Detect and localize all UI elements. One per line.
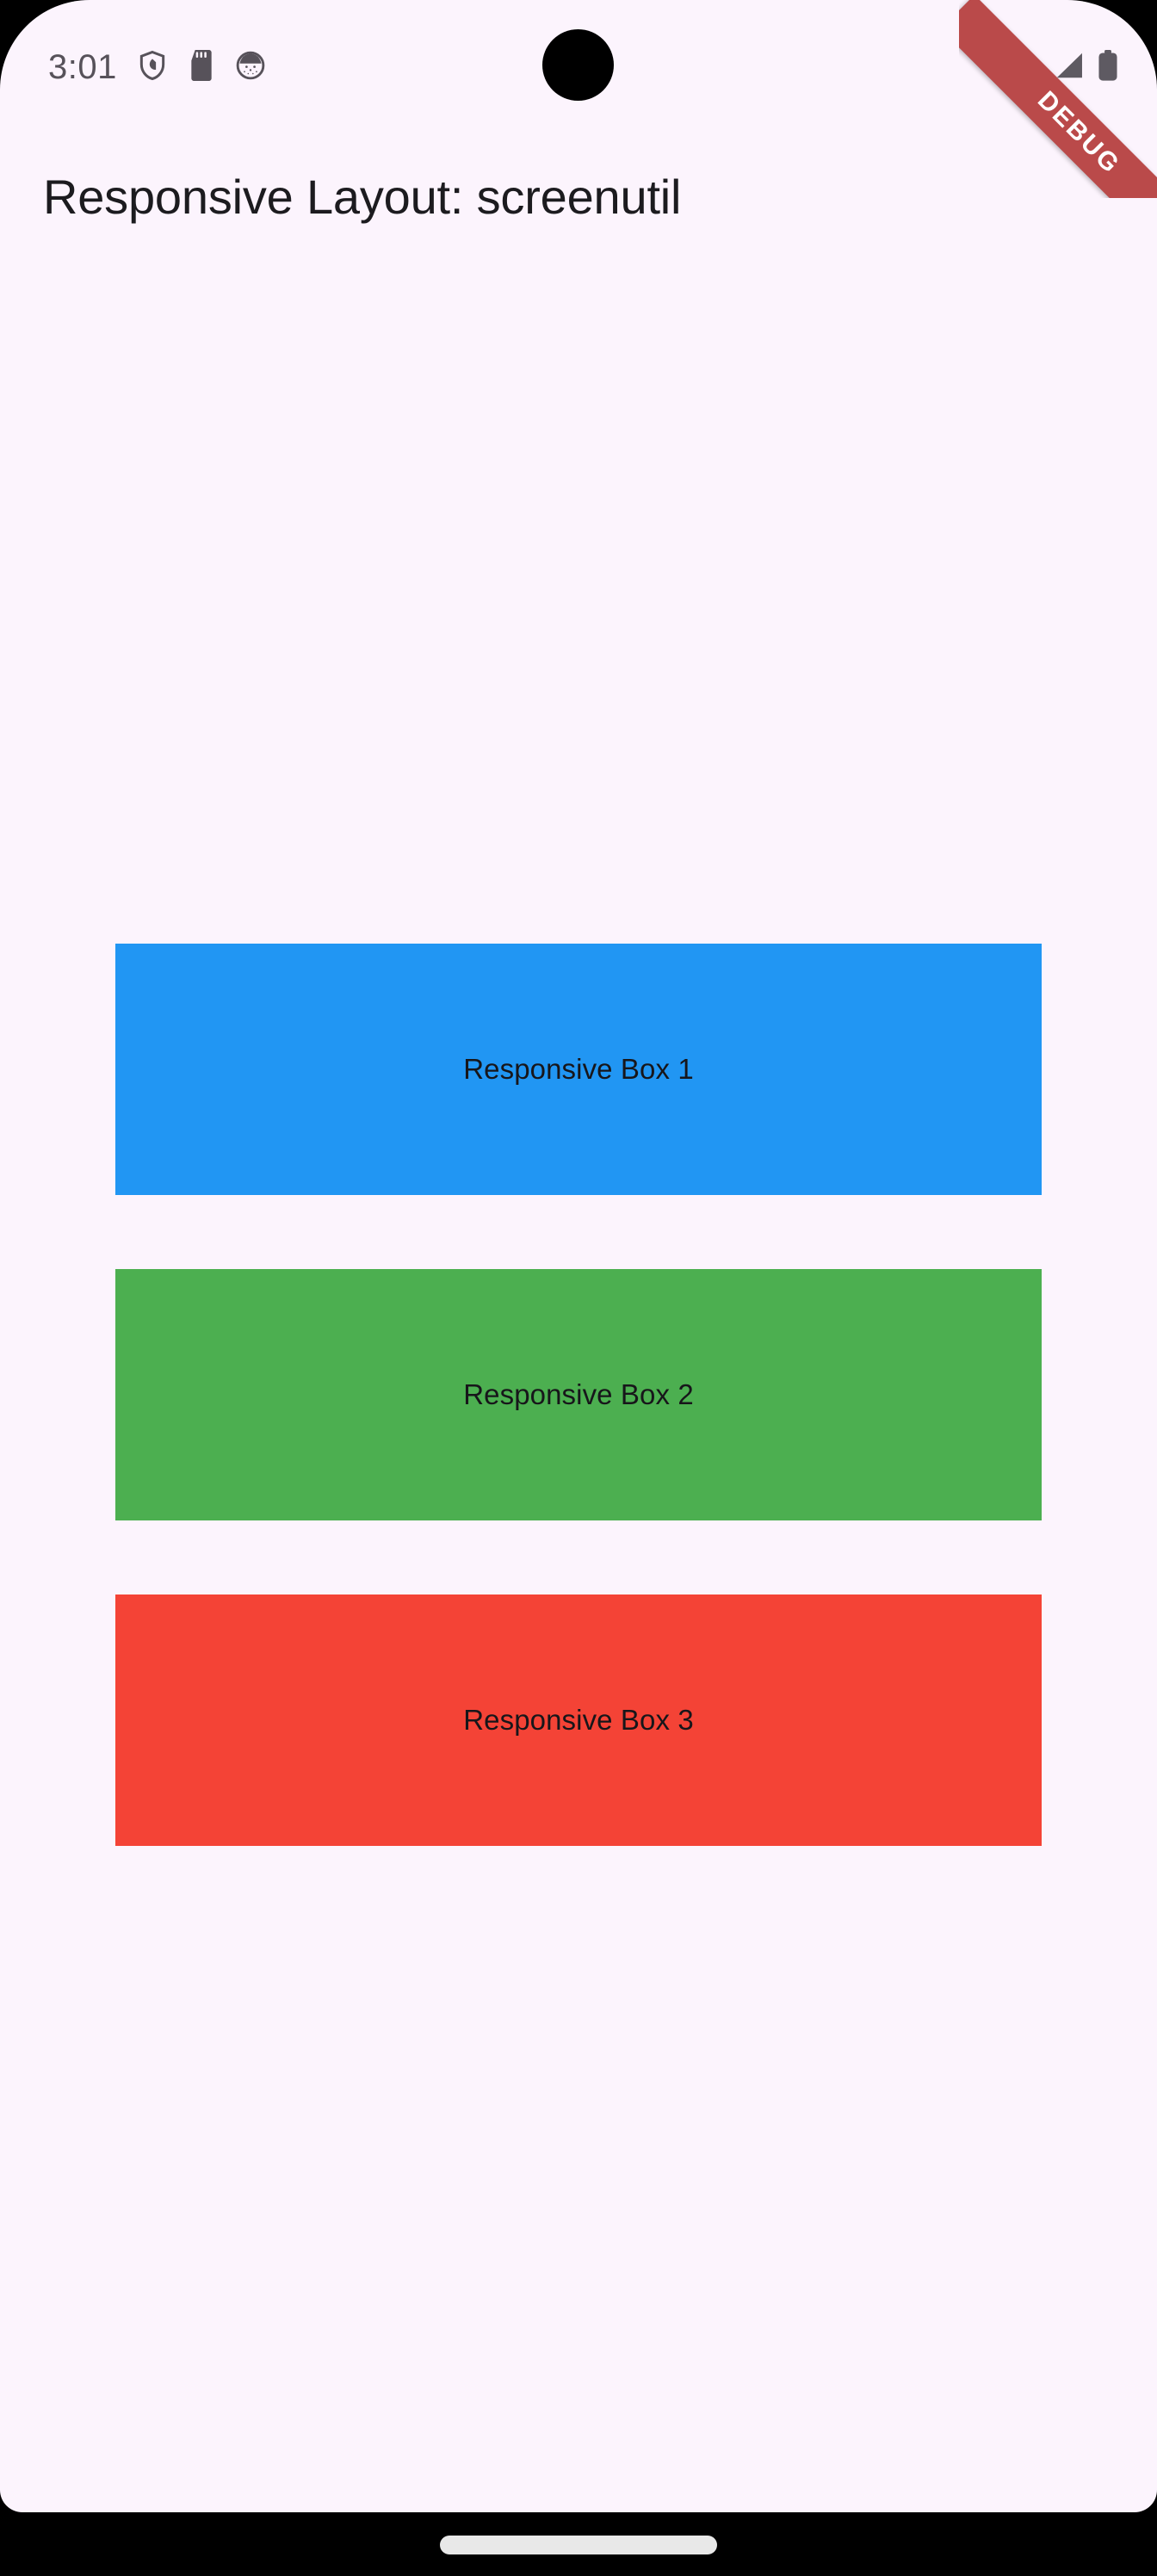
responsive-box-3-label: Responsive Box 3 bbox=[463, 1704, 694, 1736]
status-bar-left-group: 3:01 bbox=[48, 48, 267, 87]
responsive-box-1[interactable]: Responsive Box 1 bbox=[115, 944, 1042, 1195]
wifi-icon bbox=[1004, 51, 1040, 84]
responsive-box-list: Responsive Box 1 Responsive Box 2 Respon… bbox=[115, 944, 1042, 1846]
responsive-box-3[interactable]: Responsive Box 3 bbox=[115, 1595, 1042, 1846]
sd-card-icon bbox=[188, 48, 215, 87]
home-indicator[interactable] bbox=[440, 2536, 717, 2554]
system-nav-bar bbox=[0, 2512, 1157, 2576]
responsive-box-2[interactable]: Responsive Box 2 bbox=[115, 1269, 1042, 1520]
status-clock: 3:01 bbox=[48, 48, 117, 86]
responsive-box-2-label: Responsive Box 2 bbox=[463, 1378, 694, 1410]
shield-icon bbox=[136, 48, 169, 87]
responsive-box-1-label: Responsive Box 1 bbox=[463, 1053, 694, 1085]
page-title: Responsive Layout: screenutil bbox=[43, 170, 682, 224]
battery-icon bbox=[1097, 49, 1119, 86]
cellular-signal-icon bbox=[1052, 51, 1085, 84]
cat-avatar-icon bbox=[234, 48, 267, 87]
camera-cutout bbox=[542, 29, 614, 101]
status-bar-right-group bbox=[1004, 49, 1119, 86]
app-surface: 3:01 bbox=[0, 0, 1157, 2512]
